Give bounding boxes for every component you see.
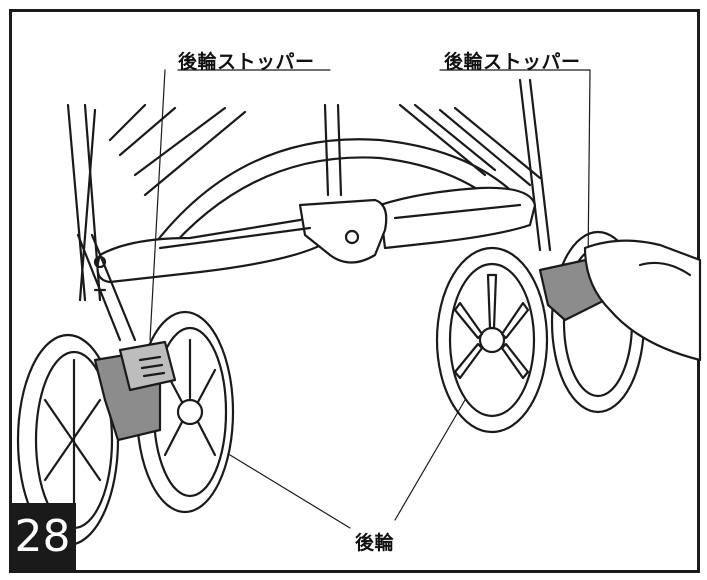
foot-bar <box>96 186 537 284</box>
left-leg <box>76 233 137 342</box>
right-rear-wheel-front <box>435 246 549 434</box>
center-pole <box>323 103 343 197</box>
rear-wheel-label: 後輪 <box>355 532 395 554</box>
rear-wheel-leader-lines <box>177 69 591 529</box>
right-frame-tubes <box>398 78 552 252</box>
right-stopper-label: 後輪ストッパー <box>444 51 581 73</box>
left-stopper <box>93 69 177 442</box>
step-number-badge: 28 <box>9 503 76 570</box>
hand <box>583 239 702 362</box>
left-stopper-label: 後輪ストッパー <box>178 51 315 73</box>
